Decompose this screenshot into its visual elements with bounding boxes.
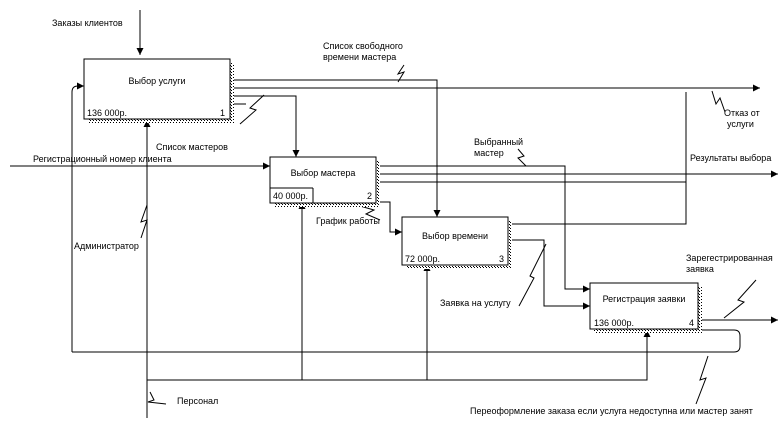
label-registered-2: заявка bbox=[686, 264, 714, 274]
label-work-schedule: График работы bbox=[316, 216, 380, 226]
box-master[interactable]: Выбор мастера 40 000р. 2 bbox=[269, 156, 380, 207]
box-title: Выбор услуги bbox=[128, 76, 185, 86]
arrow-chosen-master bbox=[376, 165, 590, 293]
box-service[interactable]: Выбор услуги 136 000р. 1 bbox=[83, 58, 234, 123]
squiggle-personnel bbox=[147, 391, 167, 405]
arrow-free-time-list bbox=[233, 79, 441, 217]
label-registered-1: Зарегестрированная bbox=[686, 253, 773, 263]
label-service-request: Заявка на услугу bbox=[440, 298, 511, 308]
box-number: 1 bbox=[220, 108, 225, 118]
squiggle-masters bbox=[239, 94, 265, 125]
label-masters-list: Список мастеров bbox=[156, 142, 228, 152]
label-client-orders: Заказы клиентов bbox=[52, 18, 123, 28]
squiggle-registered bbox=[723, 279, 757, 319]
label-personnel: Персонал bbox=[177, 396, 218, 406]
box-cost: 40 000р. bbox=[273, 191, 308, 201]
squiggle-free-time bbox=[396, 64, 406, 83]
label-refusal-2: услуги bbox=[727, 119, 754, 129]
box-title: Регистрация заявки bbox=[603, 294, 686, 304]
box-title: Выбор времени bbox=[422, 231, 488, 241]
squiggle-service-request bbox=[518, 243, 547, 307]
box-cost: 136 000р. bbox=[87, 108, 127, 118]
squiggle-work-schedule bbox=[359, 205, 381, 221]
arrow-masters-list bbox=[233, 95, 300, 157]
label-chosen-master-1: Выбранный bbox=[474, 137, 523, 147]
label-free-time-2: времени мастера bbox=[323, 52, 396, 62]
arrow-box2-to-right bbox=[376, 92, 687, 183]
squiggle-refusal bbox=[711, 90, 726, 113]
connectors bbox=[10, 10, 778, 418]
arrow-labels: Заказы клиентов Список свободного времен… bbox=[33, 18, 773, 416]
label-refusal-1: Отказ от bbox=[724, 108, 760, 118]
label-free-time-1: Список свободного bbox=[323, 41, 403, 51]
box-number: 3 bbox=[499, 254, 504, 264]
label-reg-number: Регистрационный номер клиента bbox=[33, 154, 172, 164]
arrow-feedback-loop bbox=[71, 82, 84, 352]
box-registration[interactable]: Регистрация заявки 136 000р. 4 bbox=[589, 282, 702, 333]
box-time[interactable]: Выбор времени 72 000р. 3 bbox=[401, 216, 512, 269]
box-cost: 72 000р. bbox=[405, 254, 440, 264]
label-chosen-master-2: мастер bbox=[474, 148, 504, 158]
box-title: Выбор мастера bbox=[291, 168, 356, 178]
arrow-service-request bbox=[508, 239, 590, 310]
label-administrator: Администратор bbox=[74, 241, 139, 251]
label-reorder: Переоформление заказа если услуга недост… bbox=[470, 406, 753, 416]
arrow-box3-to-right bbox=[508, 182, 687, 225]
arrow-work-schedule bbox=[376, 201, 402, 236]
box-number: 2 bbox=[367, 191, 372, 201]
box-cost: 136 000р. bbox=[594, 318, 634, 328]
squiggle-administrator bbox=[140, 204, 148, 239]
squiggle-chosen-master bbox=[517, 148, 527, 167]
squiggle-reorder bbox=[695, 355, 709, 405]
label-choice-results: Результаты выбора bbox=[690, 153, 771, 163]
arrow-reorder-loop bbox=[72, 329, 741, 353]
arrow-personnel-bus bbox=[147, 330, 651, 381]
box-number: 4 bbox=[689, 318, 694, 328]
